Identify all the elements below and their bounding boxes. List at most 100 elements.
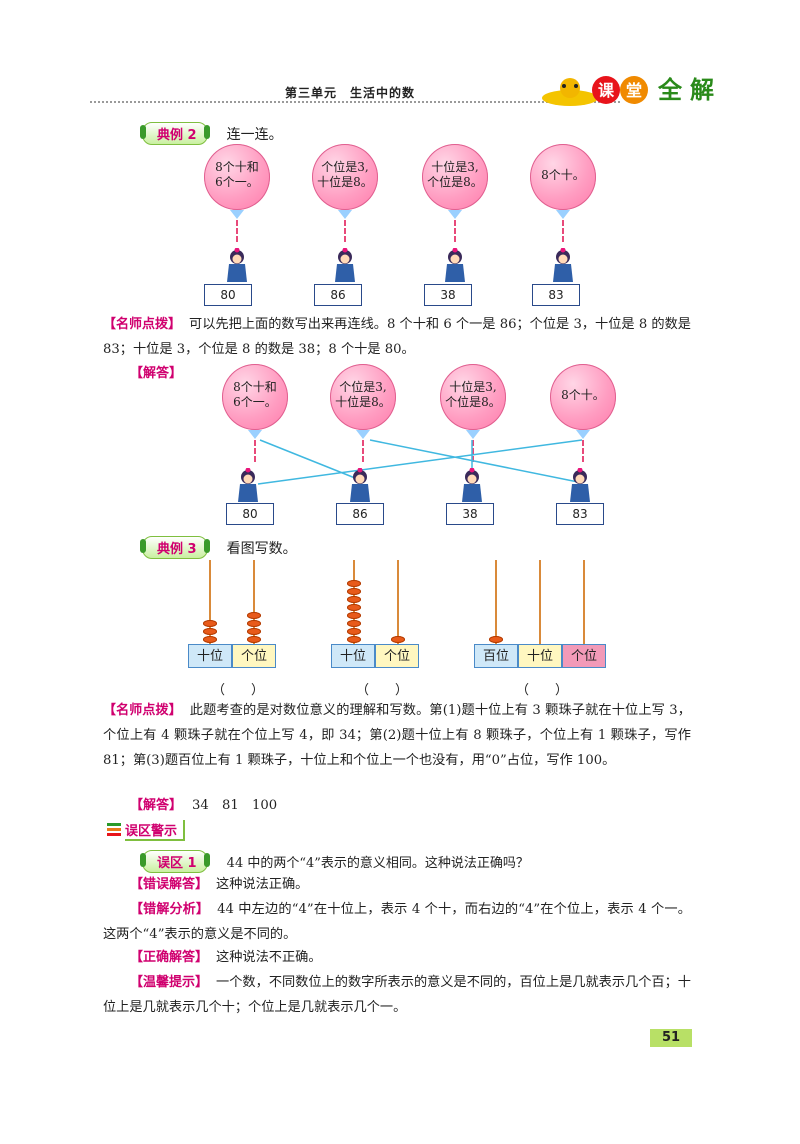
balloon-knot [356,430,370,439]
answer-blank-2[interactable]: （ ） [356,683,409,698]
bead [347,628,361,635]
bead [347,636,361,643]
logo-char-1: 课 [598,81,615,100]
warning-section-title: 误区警示 [125,820,186,841]
bead [247,620,261,627]
girl-icon [335,248,355,282]
answer-balloon-2: 个位是3,十位是8。 [330,364,396,430]
logo-char-3: 全 [657,76,683,104]
bead [203,636,217,643]
error-analysis-label: 【错解分析】 [130,902,210,917]
correct-answer-label: 【正确解答】 [130,950,209,965]
balloon-string [362,440,366,462]
balloon-string [562,220,566,242]
bead [247,628,261,635]
connect-line-2 [369,439,579,483]
logo-char-4: 解 [690,76,714,104]
balloon-knot [230,210,244,219]
example3-tip-text: 此题考查的是对数位意义的理解和写数。第(1)题十位上有 3 颗珠子就在十位上写 … [103,703,691,768]
example3-tip: 【名师点拨】此题考查的是对数位意义的理解和写数。第(1)题十位上有 3 颗珠子就… [103,698,691,773]
girl-icon [227,248,247,282]
balloon-knot [576,430,590,439]
logo-char-2: 堂 [626,81,642,100]
example3-answer: 【解答】 34 81 100 [130,793,277,818]
example2-heading: 典例 2 连一连。 [140,122,283,145]
connection-lines [257,439,583,485]
balloon-string [254,440,258,462]
abacus3-rod-hundreds [495,560,497,644]
abacus1-rod-tens [209,560,211,644]
balloon-4-line-1: 8个十。 [541,168,585,182]
bead [203,628,217,635]
example3-question: 看图写数。 [226,541,297,557]
number-box-4: 83 [532,284,580,306]
connect-line-4 [257,439,583,485]
bead [247,612,261,619]
answer-balloon-3-line-2: 个位是8。 [445,395,501,409]
girl-icon [462,468,482,502]
warning-tag: 误区 1 [140,850,210,873]
page-number: 51 [650,1029,692,1047]
bead [347,588,361,595]
warm-hint: 【温馨提示】一个数，不同数位上的数字所表示的意义是不同的，百位上是几就表示几个百… [103,970,691,1020]
abacus-figure: 十位 个位 十位 个位 百位 十位 个位 [188,556,608,676]
warning-question-row: 误区 1 44 中的两个“4”表示的意义相同。这种说法正确吗？ [140,850,529,873]
bead [347,620,361,627]
bead [203,620,217,627]
bead [347,580,361,587]
example3-answer-label: 【解答】 [130,798,183,813]
abacus1-rod-ones [253,560,255,644]
girl-icon [238,468,258,502]
correct-answer: 【正确解答】这种说法不正确。 [130,945,322,970]
bead [247,636,261,643]
logo-graphic: 课 堂 全 解 [542,76,714,106]
bead [391,636,405,643]
example2-tip: 【名师点拨】可以先把上面的数写出来再连线。8 个十和 6 个一是 86；个位是 … [103,312,691,362]
balloon-knot [466,430,480,439]
answer-number-box-2: 86 [336,503,384,525]
balloon-string [582,440,586,462]
balloon-1-line-1: 8个十和 [215,160,259,174]
answer-balloon-2-line-2: 十位是8。 [335,395,391,409]
answer-number-box-1: 80 [226,503,274,525]
answer-balloon-1-line-2: 6个一。 [233,395,277,409]
girl-icon [553,248,573,282]
balloon-string [472,440,476,462]
example3-heading: 典例 3 看图写数。 [140,536,297,559]
balloon-2: 个位是3,十位是8。 [312,144,378,210]
abacus2-rod-ones [397,560,399,644]
answer-balloon-1-line-1: 8个十和 [233,380,277,394]
answer-blank-1[interactable]: （ ） [212,683,265,698]
number-box-2: 86 [314,284,362,306]
bead [489,636,503,643]
example3-answer-text: 34 81 100 [192,798,278,813]
wrong-answer: 【错误解答】这种说法正确。 [130,872,308,897]
wrong-answer-text: 这种说法正确。 [216,877,309,892]
wrong-answer-label: 【错误解答】 [130,877,209,892]
balloon-2-line-1: 个位是3, [321,160,369,174]
girl-icon [445,248,465,282]
unit-title: 第三单元 生活中的数 [284,86,415,100]
answer-balloon-3-line-1: 十位是3, [449,380,497,394]
answer-balloon-2-line-1: 个位是3, [339,380,387,394]
warning-question: 44 中的两个“4”表示的意义相同。这种说法正确吗？ [226,856,529,871]
balloon-4: 8个十。 [530,144,596,210]
example2-tip-text: 可以先把上面的数写出来再连线。8 个十和 6 个一是 86；个位是 3，十位是 … [103,317,691,357]
warm-hint-text: 一个数，不同数位上的数字所表示的意义是不同的，百位上是几就表示几个百；十位上是几… [103,975,691,1015]
girl-icon [570,468,590,502]
abacus3-label-ones: 个位 [562,644,606,668]
answer-balloon-4: 8个十。 [550,364,616,430]
balloon-1-line-2: 6个一。 [215,175,259,189]
bead [347,596,361,603]
balloon-knot [338,210,352,219]
example2-question: 连一连。 [226,127,283,143]
answer-number-box-4: 83 [556,503,604,525]
example3-tip-label: 【名师点拨】 [103,703,182,718]
balloon-2-line-2: 十位是8。 [317,175,373,189]
balloon-3: 十位是3,个位是8。 [422,144,488,210]
balloon-string [454,220,458,242]
answer-blank-3[interactable]: （ ） [516,683,569,698]
